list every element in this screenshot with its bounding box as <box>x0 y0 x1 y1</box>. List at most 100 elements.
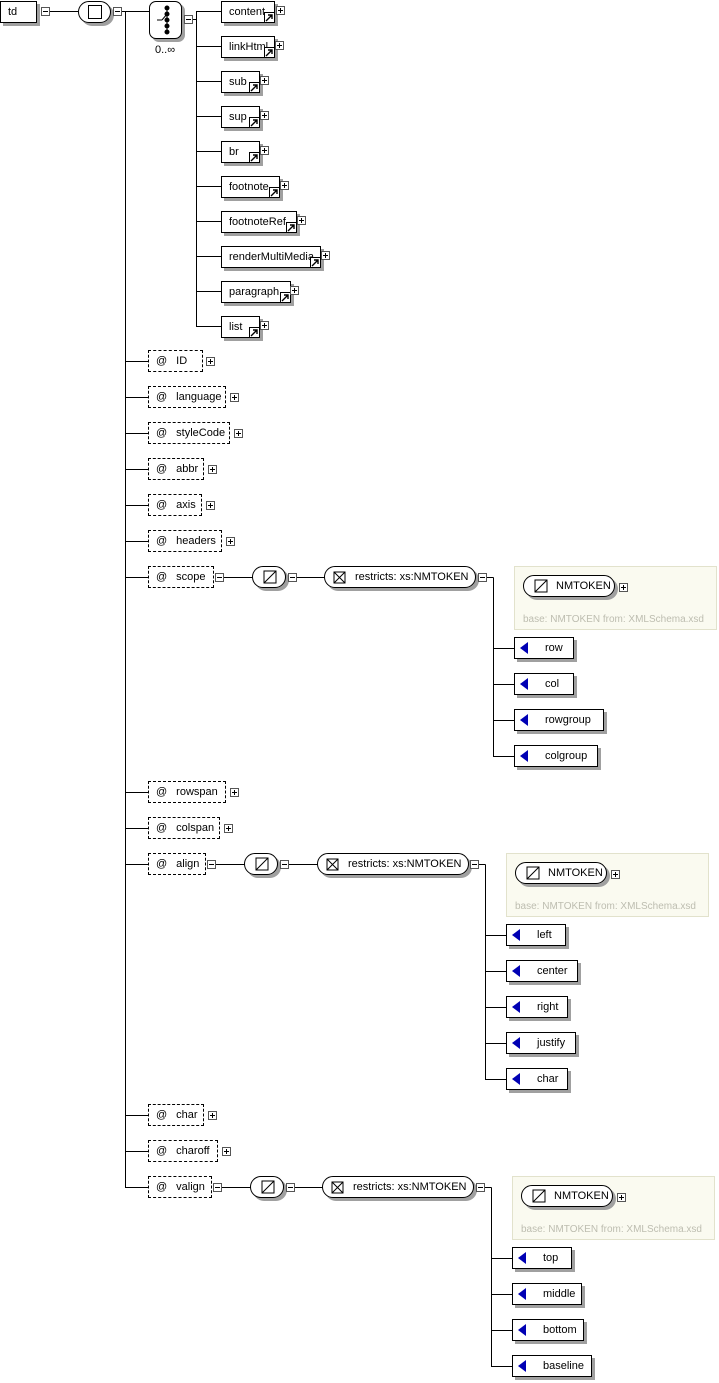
element-renderMultiMedia[interactable]: renderMultiMedia <box>221 246 321 268</box>
expand-toggle-charoff[interactable] <box>222 1147 231 1156</box>
collapse-toggle-td[interactable] <box>41 7 50 16</box>
enum-right[interactable]: right <box>506 996 568 1018</box>
enum-rowgroup[interactable]: rowgroup <box>514 709 604 731</box>
element-sup[interactable]: sup <box>221 106 260 128</box>
collapse-toggle-align-restriction[interactable] <box>470 860 479 869</box>
enum-middle[interactable]: middle <box>512 1283 582 1305</box>
expand-toggle-renderMultiMedia[interactable] <box>321 251 330 260</box>
collapse-toggle-choice[interactable] <box>184 15 193 24</box>
element-content[interactable]: content <box>221 1 275 23</box>
collapse-toggle-valign-restriction[interactable] <box>476 1183 485 1192</box>
enum-colgroup[interactable]: colgroup <box>514 745 598 767</box>
root-element-td[interactable]: td <box>0 1 37 23</box>
expand-toggle-content[interactable] <box>276 6 285 15</box>
expand-toggle-char[interactable] <box>208 1111 217 1120</box>
attribute-align[interactable]: @align <box>148 853 206 875</box>
base-type-scope[interactable]: NMTOKEN <box>523 575 615 597</box>
attribute-label: styleCode <box>176 427 226 439</box>
attribute-ID[interactable]: @ID <box>148 350 203 372</box>
attribute-abbr[interactable]: @abbr <box>148 458 204 480</box>
attribute-scope[interactable]: @scope <box>148 566 214 588</box>
enum-label: col <box>545 678 560 690</box>
expand-toggle-styleCode[interactable] <box>234 429 243 438</box>
base-type-valign[interactable]: NMTOKEN <box>521 1185 613 1207</box>
expand-toggle-linkHtml[interactable] <box>275 41 284 50</box>
base-type-align[interactable]: NMTOKEN <box>515 862 607 884</box>
expand-toggle-axis[interactable] <box>206 501 215 510</box>
element-list[interactable]: list <box>221 316 260 338</box>
element-sub[interactable]: sub <box>221 71 260 93</box>
element-br[interactable]: br <box>221 141 260 163</box>
attribute-valign[interactable]: @valign <box>148 1176 212 1198</box>
enumeration-marker-icon <box>520 642 528 654</box>
enum-char[interactable]: char <box>506 1068 568 1090</box>
collapse-toggle-valign[interactable] <box>213 1183 222 1192</box>
restriction-valign[interactable]: restricts: xs:NMTOKEN <box>322 1176 474 1198</box>
expand-toggle-base-valign[interactable] <box>617 1193 626 1202</box>
expand-toggle-sub[interactable] <box>260 76 269 85</box>
base-type-panel-valign: NMTOKEN base: NMTOKEN from: XMLSchema.xs… <box>512 1176 715 1240</box>
expand-toggle-base-align[interactable] <box>611 870 620 879</box>
expand-toggle-br[interactable] <box>260 146 269 155</box>
reference-arrow-icon <box>249 82 260 93</box>
attribute-symbol: @ <box>156 427 168 439</box>
element-paragraph[interactable]: paragraph <box>221 281 291 303</box>
expand-toggle-paragraph[interactable] <box>290 286 299 295</box>
attribute-label: scope <box>176 571 206 583</box>
enum-label: right <box>537 1001 559 1013</box>
expand-toggle-language[interactable] <box>230 393 239 402</box>
restriction-align[interactable]: restricts: xs:NMTOKEN <box>317 853 469 875</box>
attribute-colspan[interactable]: @colspan <box>148 817 220 839</box>
enum-baseline[interactable]: baseline <box>512 1355 592 1377</box>
simple-type-valign[interactable] <box>250 1176 284 1198</box>
expand-toggle-headers[interactable] <box>226 537 235 546</box>
attribute-char[interactable]: @char <box>148 1104 204 1126</box>
expand-toggle-list[interactable] <box>260 321 269 330</box>
expand-toggle-footnote[interactable] <box>280 181 289 190</box>
collapse-toggle-scope-restriction[interactable] <box>478 573 487 582</box>
expand-toggle-footnoteRef[interactable] <box>297 216 306 225</box>
enum-col[interactable]: col <box>514 673 574 695</box>
attribute-symbol: @ <box>156 1181 168 1193</box>
enum-top[interactable]: top <box>512 1247 572 1269</box>
expand-toggle-ID[interactable] <box>206 357 215 366</box>
enum-bottom[interactable]: bottom <box>512 1319 584 1341</box>
enum-left[interactable]: left <box>506 924 566 946</box>
collapse-toggle-valign-type[interactable] <box>286 1183 295 1192</box>
element-label: footnoteRef <box>229 216 286 228</box>
attribute-language[interactable]: @language <box>148 386 226 408</box>
expand-toggle-rowspan[interactable] <box>230 788 239 797</box>
sequence-compositor[interactable] <box>78 1 111 23</box>
simple-type-align[interactable] <box>244 853 278 875</box>
enum-label: baseline <box>543 1360 584 1372</box>
expand-toggle-colspan[interactable] <box>224 824 233 833</box>
reference-arrow-icon <box>310 257 321 268</box>
attribute-rowspan[interactable]: @rowspan <box>148 781 226 803</box>
enum-row[interactable]: row <box>514 637 574 659</box>
expand-toggle-sup[interactable] <box>260 111 269 120</box>
collapse-toggle-scope[interactable] <box>215 573 224 582</box>
element-label: sub <box>229 76 247 88</box>
reference-arrow-icon <box>249 327 260 338</box>
element-footnoteRef[interactable]: footnoteRef <box>221 211 297 233</box>
restriction-scope[interactable]: restricts: xs:NMTOKEN <box>324 566 476 588</box>
enum-justify[interactable]: justify <box>506 1032 576 1054</box>
element-footnote[interactable]: footnote <box>221 176 280 198</box>
expand-toggle-base-scope[interactable] <box>619 583 628 592</box>
collapse-toggle-sequence[interactable] <box>113 7 122 16</box>
collapse-toggle-align[interactable] <box>207 860 216 869</box>
collapse-toggle-align-type[interactable] <box>280 860 289 869</box>
attribute-charoff[interactable]: @charoff <box>148 1140 218 1162</box>
base-type-panel-align: NMTOKEN base: NMTOKEN from: XMLSchema.xs… <box>506 853 709 917</box>
enum-label: justify <box>537 1037 566 1049</box>
simple-type-scope[interactable] <box>252 566 286 588</box>
choice-compositor[interactable] <box>149 1 182 39</box>
enum-center[interactable]: center <box>506 960 578 982</box>
attribute-styleCode[interactable]: @ styleCode <box>148 422 230 444</box>
attribute-headers[interactable]: @headers <box>148 530 222 552</box>
collapse-toggle-scope-type[interactable] <box>288 573 297 582</box>
attribute-symbol: @ <box>156 822 168 834</box>
attribute-axis[interactable]: @axis <box>148 494 202 516</box>
expand-toggle-abbr[interactable] <box>208 465 217 474</box>
element-linkHtml[interactable]: linkHtml <box>221 36 275 58</box>
